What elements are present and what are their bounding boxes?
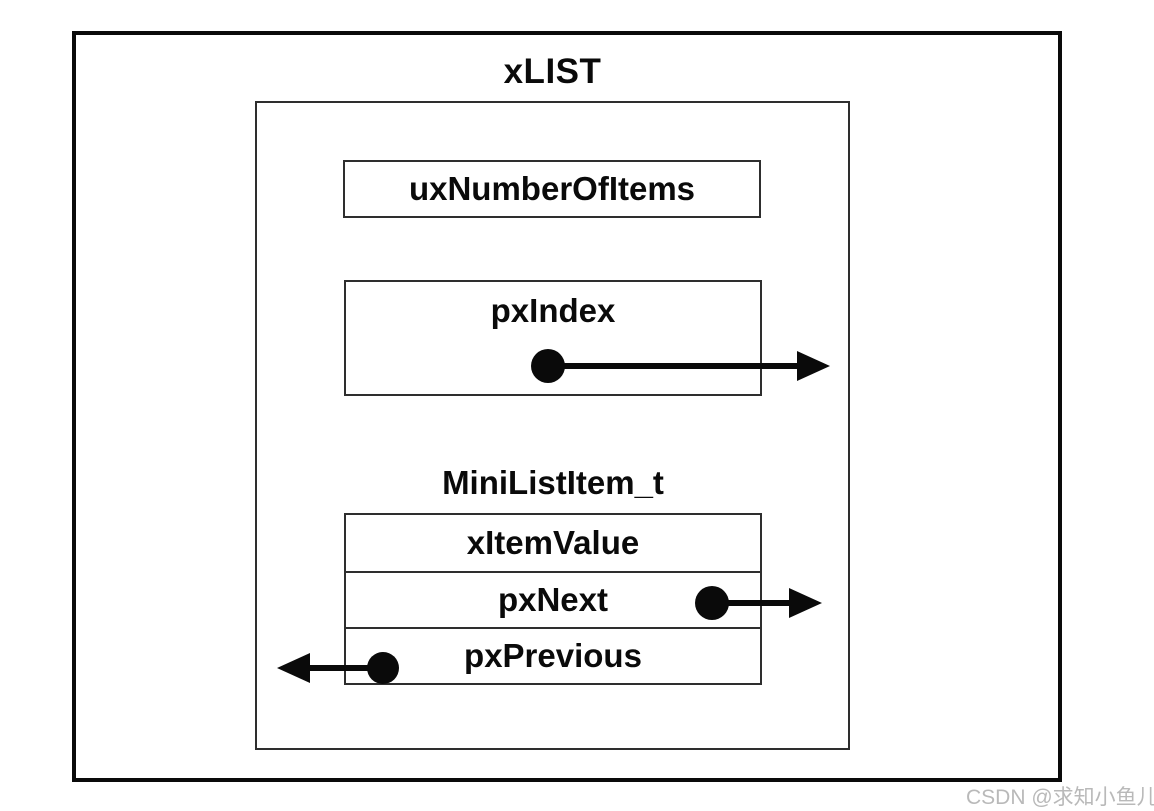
table-row-x-item-value: xItemValue: [346, 515, 760, 571]
px-index-label: pxIndex: [490, 292, 616, 329]
table-row-px-previous: pxPrevious: [346, 627, 760, 683]
px-index-box: pxIndex: [344, 280, 762, 396]
xlist-title: xLIST: [503, 52, 602, 91]
ux-number-of-items-box: uxNumberOfItems: [343, 160, 761, 218]
px-previous-label: pxPrevious: [464, 637, 642, 674]
px-next-label: pxNext: [497, 581, 609, 618]
mini-list-item-table: xItemValue pxNext pxPrevious: [344, 513, 762, 685]
csdn-watermark: CSDN @求知小鱼儿: [966, 786, 1154, 809]
ux-number-of-items-label: uxNumberOfItems: [408, 170, 696, 207]
mini-list-item-title: MiniListItem_t: [442, 464, 664, 501]
table-row-px-next: pxNext: [346, 571, 760, 627]
x-item-value-label: xItemValue: [466, 524, 640, 561]
